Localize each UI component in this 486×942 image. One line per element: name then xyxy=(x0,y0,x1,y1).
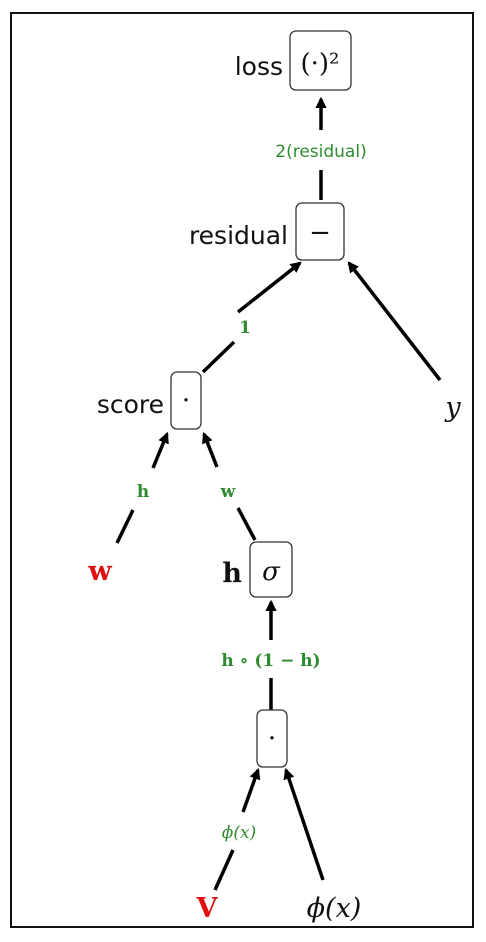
edge-y-to-residual xyxy=(347,261,442,382)
node-residual-label: residual xyxy=(189,221,288,250)
node-loss-box xyxy=(289,30,352,91)
node-inner-op: · xyxy=(268,724,276,754)
node-h-label: h xyxy=(222,558,242,589)
node-loss-op: (·)² xyxy=(301,49,340,79)
node-residual-op: − xyxy=(309,218,331,248)
edge-score-to-residual-lower xyxy=(201,340,236,374)
edge-V-to-inner-upper xyxy=(241,767,261,813)
leaf-V: V xyxy=(196,893,219,924)
node-score: score · xyxy=(97,371,202,430)
diagram-frame xyxy=(10,12,474,928)
grad-V-to-inner: ϕ(x) xyxy=(222,823,256,843)
node-score-op: · xyxy=(182,386,190,416)
node-loss-label: loss xyxy=(235,52,283,81)
node-score-label: score xyxy=(97,390,164,419)
edge-phi-to-inner xyxy=(283,767,325,881)
node-h-op: σ xyxy=(262,557,281,587)
node-inner: · xyxy=(256,709,288,768)
edge-h-to-score-upper xyxy=(202,431,219,468)
grad-residual-to-loss: 2(residual) xyxy=(275,142,366,162)
edge-w-to-score-lower xyxy=(115,509,135,544)
node-loss: loss (·)² xyxy=(235,30,352,91)
grad-score-to-residual: 1 xyxy=(239,318,251,338)
node-residual: residual − xyxy=(189,202,345,261)
grad-h-to-score: w xyxy=(220,482,236,502)
node-score-box xyxy=(170,371,202,430)
node-h: h σ xyxy=(222,541,293,598)
grad-inner-to-h: h ∘ (1 − h) xyxy=(221,651,320,671)
edge-V-to-inner-lower xyxy=(213,849,235,891)
leaf-y: y xyxy=(444,392,461,423)
edge-h-to-score-lower xyxy=(236,507,257,541)
node-h-box xyxy=(249,541,293,598)
leaf-phi-x: ϕ(x) xyxy=(307,893,362,924)
node-inner-box xyxy=(256,709,288,768)
node-residual-box xyxy=(295,202,345,261)
edge-score-to-residual-upper xyxy=(236,261,302,314)
leaf-w: w xyxy=(87,556,112,587)
grad-w-to-score: h xyxy=(137,482,149,502)
edge-w-to-score-upper xyxy=(151,431,169,469)
